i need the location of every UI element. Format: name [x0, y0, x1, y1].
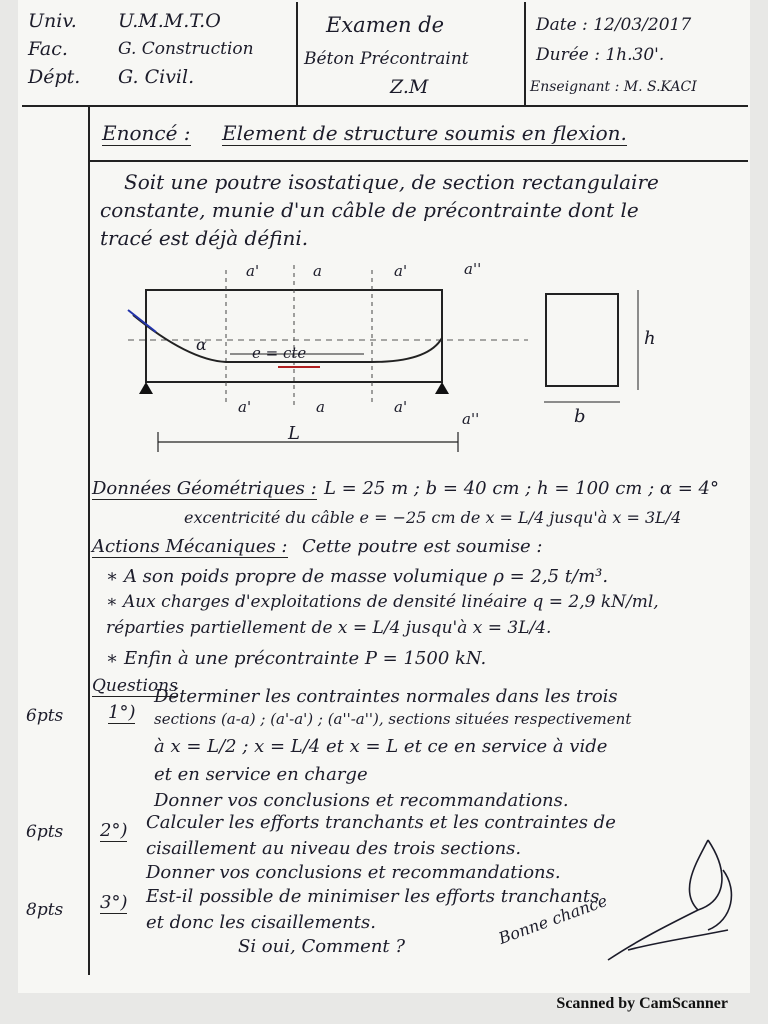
q1-line: Donner vos conclusions et recommandation…: [154, 790, 569, 811]
scanner-watermark: Scanned by CamScanner: [556, 995, 728, 1012]
q3-number: 3°): [100, 892, 128, 914]
dept-label: Dépt.: [28, 66, 81, 88]
cable-anchor: [127, 309, 157, 333]
section-label-top: a': [246, 262, 259, 280]
q1-number: 1°): [108, 702, 136, 724]
q1-line: à x = L/2 ; x = L/4 et x = L et ce en se…: [154, 736, 608, 757]
actions-intro: Cette poutre est soumise :: [302, 536, 543, 557]
intro-line: Soit une poutre isostatique, de section …: [124, 170, 659, 194]
cross-section: [545, 293, 619, 387]
prestress-cable: [132, 314, 443, 363]
donnees-line: L = 25 m ; b = 40 cm ; h = 100 cm ; α = …: [324, 478, 719, 499]
section-label-top: a'': [464, 260, 481, 278]
width-label: b: [574, 406, 586, 427]
beam-outline: [145, 289, 443, 383]
intro-line: constante, munie d'un câble de précontra…: [100, 198, 639, 222]
q1-points: 6pts: [26, 706, 64, 726]
teacher-signature: [607, 839, 733, 961]
exam-session: Z.M: [390, 76, 429, 98]
donnees-label: Données Géométriques :: [92, 478, 317, 500]
univ-value: U.M.M.T.O: [118, 10, 221, 32]
q2-line: cisaillement au niveau des trois section…: [146, 838, 522, 859]
section-label-bottom: a': [238, 398, 251, 416]
questions-label: Questions: [92, 676, 178, 697]
section-label-bottom: a: [316, 398, 325, 416]
exam-subject: Béton Précontraint: [304, 49, 469, 69]
support-left: [139, 382, 153, 394]
intro-line: tracé est déjà défini.: [100, 226, 309, 250]
exam-duration: Durée : 1h.30'.: [536, 45, 665, 65]
dept-value: G. Civil.: [118, 66, 195, 88]
q2-line: Calculer les efforts tranchants et les c…: [146, 812, 616, 833]
actions-item: ∗ Aux charges d'exploitations de densité…: [106, 592, 659, 612]
q3-points: 8pts: [26, 900, 64, 920]
section-label-top: a: [313, 262, 322, 280]
q3-line: Est-il possible de minimiser les efforts…: [146, 886, 600, 907]
actions-label: Actions Mécaniques :: [92, 536, 288, 558]
fac-label: Fac.: [28, 38, 68, 60]
beam-figure: e = cte α a' a a' a'' a' a a' a'' L h b: [127, 260, 656, 452]
enonce-row: Enoncé : Element de structure soumis en …: [88, 105, 748, 162]
q1-line: et en service en charge: [154, 764, 368, 785]
q1-line: sections (a-a) ; (a'-a') ; (a''-a''), se…: [154, 710, 632, 728]
actions-item: ∗ A son poids propre de masse volumique …: [106, 566, 609, 587]
height-label: h: [644, 328, 656, 349]
length-label: L: [287, 423, 300, 444]
margin-line: [88, 105, 90, 975]
actions-item: ∗ Enfin à une précontrainte P = 1500 kN.: [106, 648, 487, 669]
enonce-title: Element de structure soumis en flexion.: [222, 121, 627, 146]
exam-teacher: Enseignant : M. S.KACI: [530, 79, 697, 95]
support-right: [435, 382, 449, 394]
fac-value: G. Construction: [118, 39, 254, 59]
exam-sheet: Univ. U.M.M.T.O Fac. G. Construction Dép…: [18, 0, 750, 993]
q2-line: Donner vos conclusions et recommandation…: [146, 862, 561, 883]
univ-label: Univ.: [28, 10, 77, 32]
exam-header: Univ. U.M.M.T.O Fac. G. Construction Dép…: [22, 2, 748, 107]
header-divider: [524, 2, 526, 105]
q3-line: et donc les cisaillements.: [146, 912, 376, 933]
q2-number: 2°): [100, 820, 128, 842]
section-label-bottom: a': [394, 398, 407, 416]
actions-item: réparties partiellement de x = L/4 jusqu…: [106, 618, 552, 638]
q2-points: 6pts: [26, 822, 64, 842]
q3-line: Si oui, Comment ?: [238, 936, 406, 957]
donnees-line: excentricité du câble e = −25 cm de x = …: [184, 508, 682, 527]
section-label-top: a': [394, 262, 407, 280]
eccentricity-label: e = cte: [252, 344, 306, 362]
exam-date: Date : 12/03/2017: [536, 15, 692, 35]
enonce-label: Enoncé :: [102, 121, 191, 146]
q1-line: Déterminer les contraintes normales dans…: [154, 686, 618, 707]
section-label-bottom: a'': [462, 410, 479, 428]
exam-title: Examen de: [326, 13, 445, 37]
header-divider: [296, 2, 298, 105]
alpha-label: α: [196, 335, 207, 354]
